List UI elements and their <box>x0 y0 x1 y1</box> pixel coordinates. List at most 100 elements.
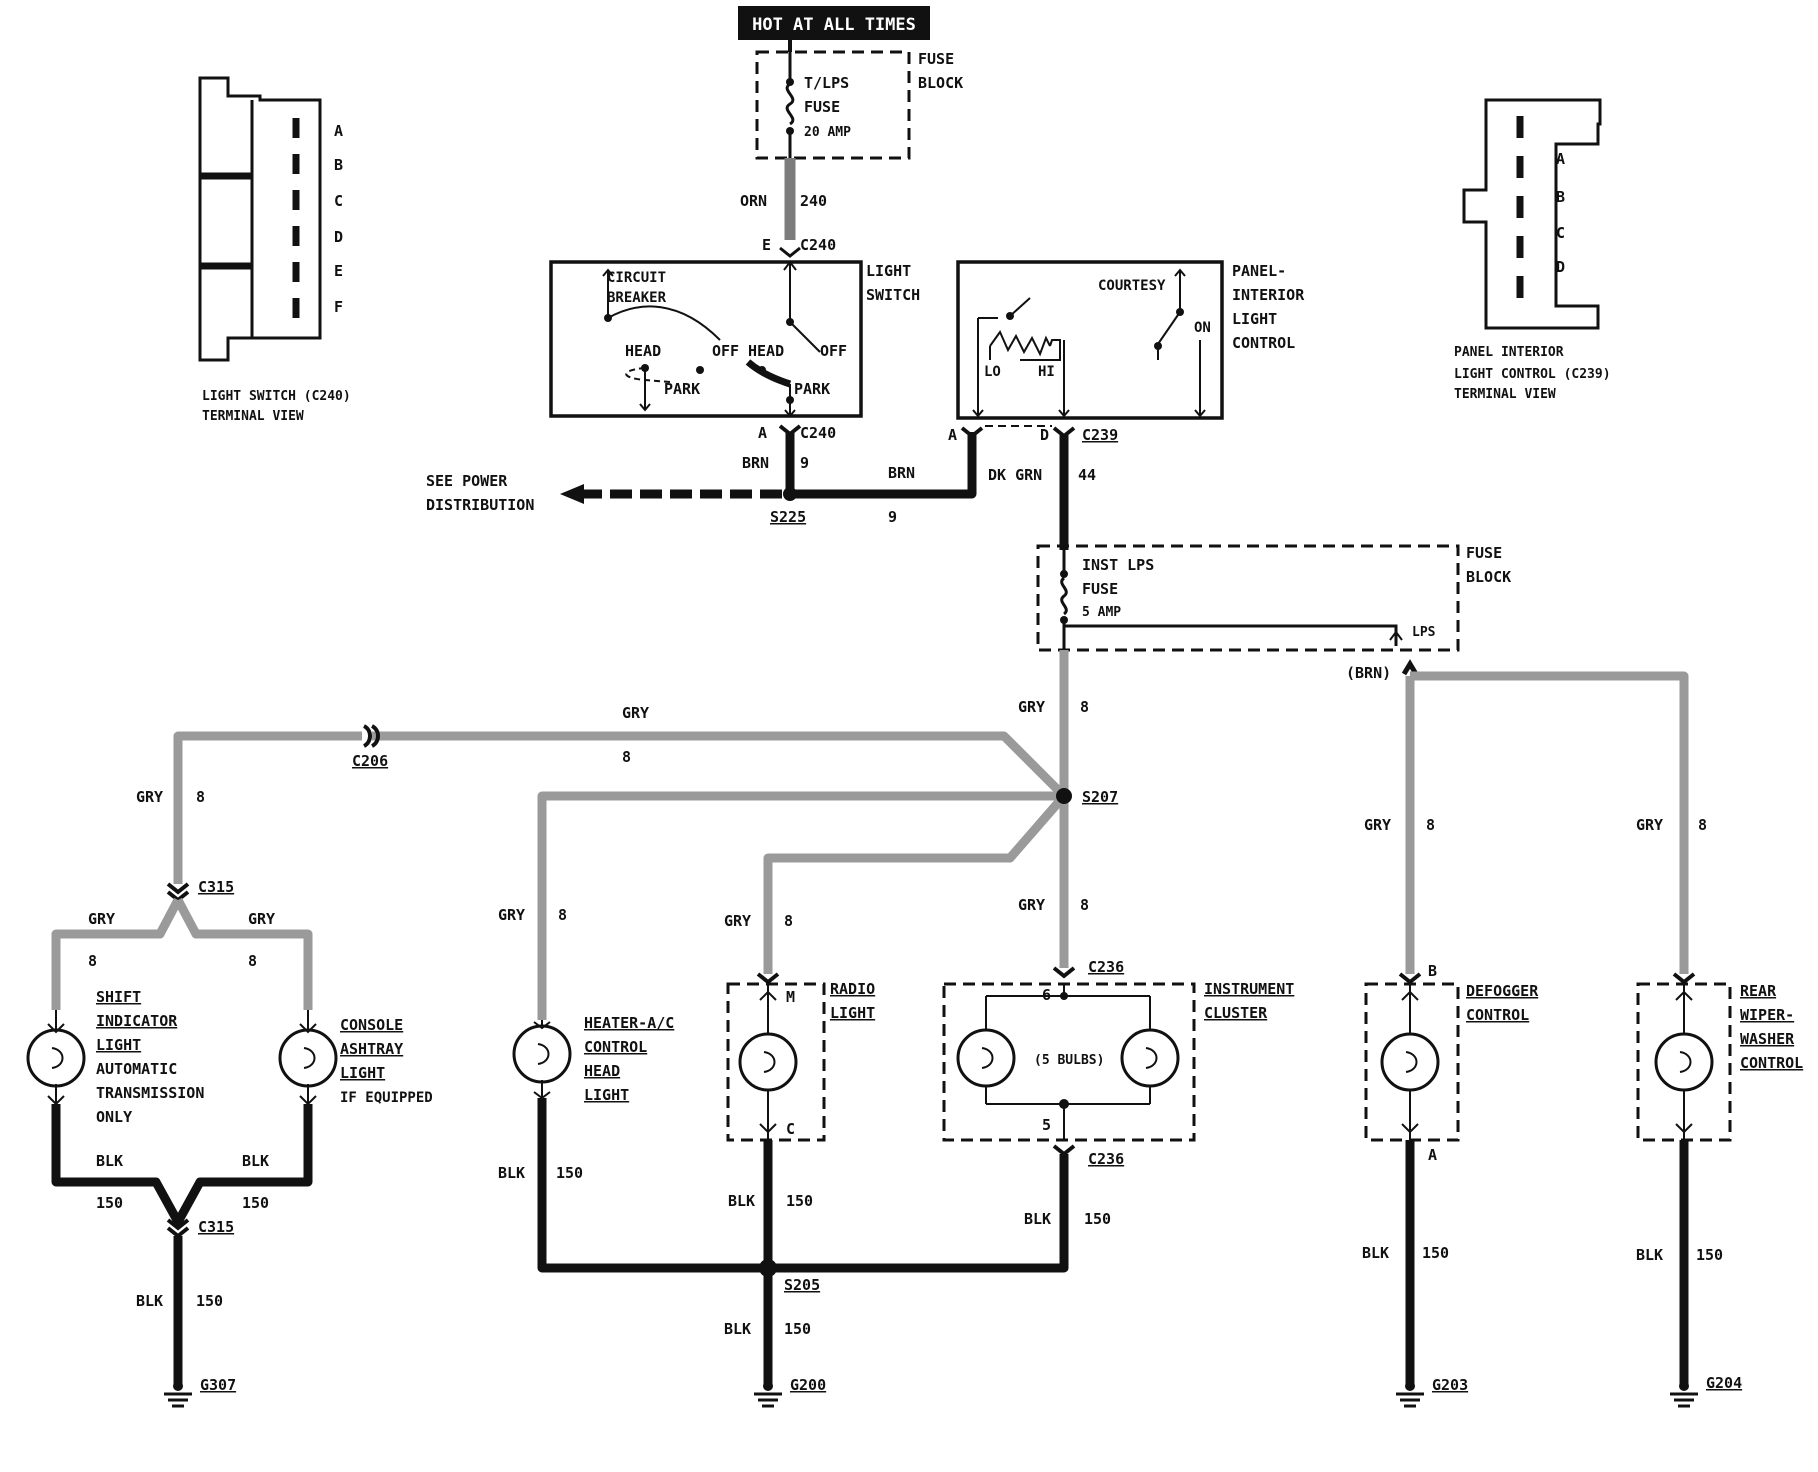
shift-l1: SHIFT <box>96 988 141 1006</box>
defogger-box <box>1364 982 1460 1142</box>
blk-defog-circuit: 150 <box>1422 1244 1449 1262</box>
brn-9-color-2: BRN <box>888 464 915 482</box>
c315-bot-label: C315 <box>198 1218 234 1236</box>
defog-pin-b: B <box>1428 962 1437 980</box>
c239-terminal-view <box>1462 98 1602 330</box>
lps-label: LPS <box>1412 625 1436 640</box>
gry-console-circuit: 8 <box>248 952 257 970</box>
gry-top-color: GRY <box>622 704 649 722</box>
c240-pin-f: F <box>334 298 343 316</box>
wire-44-color: DK GRN <box>988 466 1042 484</box>
ground-symbol-g200 <box>754 1381 782 1408</box>
blk-s205-circuit: 150 <box>784 1320 811 1338</box>
gry-console-color: GRY <box>248 910 275 928</box>
blk-c315-color: BLK <box>136 1292 163 1310</box>
shift-l3: LIGHT <box>96 1036 141 1054</box>
blk-console-circuit: 150 <box>242 1194 269 1212</box>
blk-s205-color: BLK <box>724 1320 751 1338</box>
power-dist-2: DISTRIBUTION <box>426 496 534 514</box>
c236-top-label: C236 <box>1088 958 1124 976</box>
c236-bot-label: C236 <box>1088 1150 1124 1168</box>
shift-bulb <box>26 1010 86 1106</box>
c315-top-label: C315 <box>198 878 234 896</box>
head-label-1: HEAD <box>625 342 661 360</box>
blk-radio-color: BLK <box>728 1192 755 1210</box>
c240-pin-c: C <box>334 192 343 210</box>
light-switch-title-2: SWITCH <box>866 286 920 304</box>
fuse-block-top-1: FUSE <box>918 50 954 68</box>
blk-wiper-color: BLK <box>1636 1246 1663 1264</box>
g204-label: G204 <box>1706 1374 1742 1392</box>
c236-pin-5: 5 <box>1042 1116 1051 1134</box>
blk-shift-color: BLK <box>96 1152 123 1170</box>
on-label: ON <box>1194 320 1211 336</box>
gry-shift-circuit: 8 <box>88 952 97 970</box>
s205-label: S205 <box>784 1276 820 1294</box>
gry-heater-circuit: 8 <box>558 906 567 924</box>
c240-pin-d: D <box>334 228 343 246</box>
light-switch-title-1: LIGHT <box>866 262 911 280</box>
defogger-l1: DEFOGGER <box>1466 982 1539 1000</box>
c239-caption-2: LIGHT CONTROL (C239) <box>1454 367 1611 382</box>
gry-shift-color: GRY <box>88 910 115 928</box>
blk-defog-color: BLK <box>1362 1244 1389 1262</box>
off-label-1: OFF <box>712 342 739 360</box>
g200-label: G200 <box>790 1376 826 1394</box>
blk-shift-circuit: 150 <box>96 1194 123 1212</box>
inst-fuse-block-2: BLOCK <box>1466 568 1511 586</box>
c239-name: C239 <box>1082 426 1118 444</box>
defogger-bulb <box>1380 984 1440 1140</box>
tlps-fuse-block <box>755 50 911 160</box>
tlps-fuse-symbol <box>785 82 795 126</box>
radio-light-box <box>726 982 826 1142</box>
inst-fuse-name-2: FUSE <box>1082 580 1118 598</box>
blk-heater-color: BLK <box>498 1164 525 1182</box>
g307-label: G307 <box>200 1376 236 1394</box>
c239-pin-d: D <box>1040 426 1049 444</box>
c239-pin-b-term: B <box>1556 188 1565 206</box>
park-label-2: PARK <box>794 380 830 398</box>
heater-l3: HEAD <box>584 1062 620 1080</box>
c240-bot-name: C240 <box>800 424 836 442</box>
heater-l4: LIGHT <box>584 1086 629 1104</box>
cluster-l2: CLUSTER <box>1204 1004 1268 1022</box>
s207-label: S207 <box>1082 788 1118 806</box>
panel-title-4: CONTROL <box>1232 334 1295 352</box>
brn-9-circuit-2: 9 <box>888 508 897 526</box>
shift-l6: ONLY <box>96 1108 132 1126</box>
c240-bot-pin: A <box>758 424 767 442</box>
gry-top-circuit: 8 <box>622 748 631 766</box>
wiper-bulb <box>1654 984 1714 1140</box>
park-label-1: PARK <box>664 380 700 398</box>
console-l3: LIGHT <box>340 1064 385 1082</box>
c239-caption-1: PANEL INTERIOR <box>1454 345 1564 360</box>
radio-l2: LIGHT <box>830 1004 875 1022</box>
c240-top-pin: E <box>762 236 771 254</box>
defogger-l2: CONTROL <box>1466 1006 1529 1024</box>
tlps-rating: 20 AMP <box>804 125 851 140</box>
gry-radio-circuit: 8 <box>784 912 793 930</box>
c239-pin-a: A <box>948 426 957 444</box>
cluster-l1: INSTRUMENT <box>1204 980 1294 998</box>
c240-top-name: C240 <box>800 236 836 254</box>
c240-caption-2: TERMINAL VIEW <box>202 409 304 424</box>
gry-defog-circuit: 8 <box>1426 816 1435 834</box>
blk-c315-circuit: 150 <box>196 1292 223 1310</box>
console-l2: ASHTRAY <box>340 1040 403 1058</box>
brn-9-circuit-1: 9 <box>800 454 809 472</box>
cb-label-1: CIRCUIT <box>607 270 666 286</box>
c206-label: C206 <box>352 752 388 770</box>
heater-l1: HEATER-A/C <box>584 1014 674 1032</box>
radio-pin-c: C <box>786 1120 795 1138</box>
wire-44-circuit: 44 <box>1078 466 1096 484</box>
wiper-l2: WIPER- <box>1740 1006 1794 1024</box>
gry-left-circuit: 8 <box>196 788 205 806</box>
gry-defog-color: GRY <box>1364 816 1391 834</box>
gry-radio-color: GRY <box>724 912 751 930</box>
hot-label-box <box>738 6 930 40</box>
gry-cluster-color: GRY <box>1018 896 1045 914</box>
ground-symbol-g307 <box>164 1381 192 1408</box>
s225-dot <box>783 487 797 501</box>
inst-fuse-block-1: FUSE <box>1466 544 1502 562</box>
